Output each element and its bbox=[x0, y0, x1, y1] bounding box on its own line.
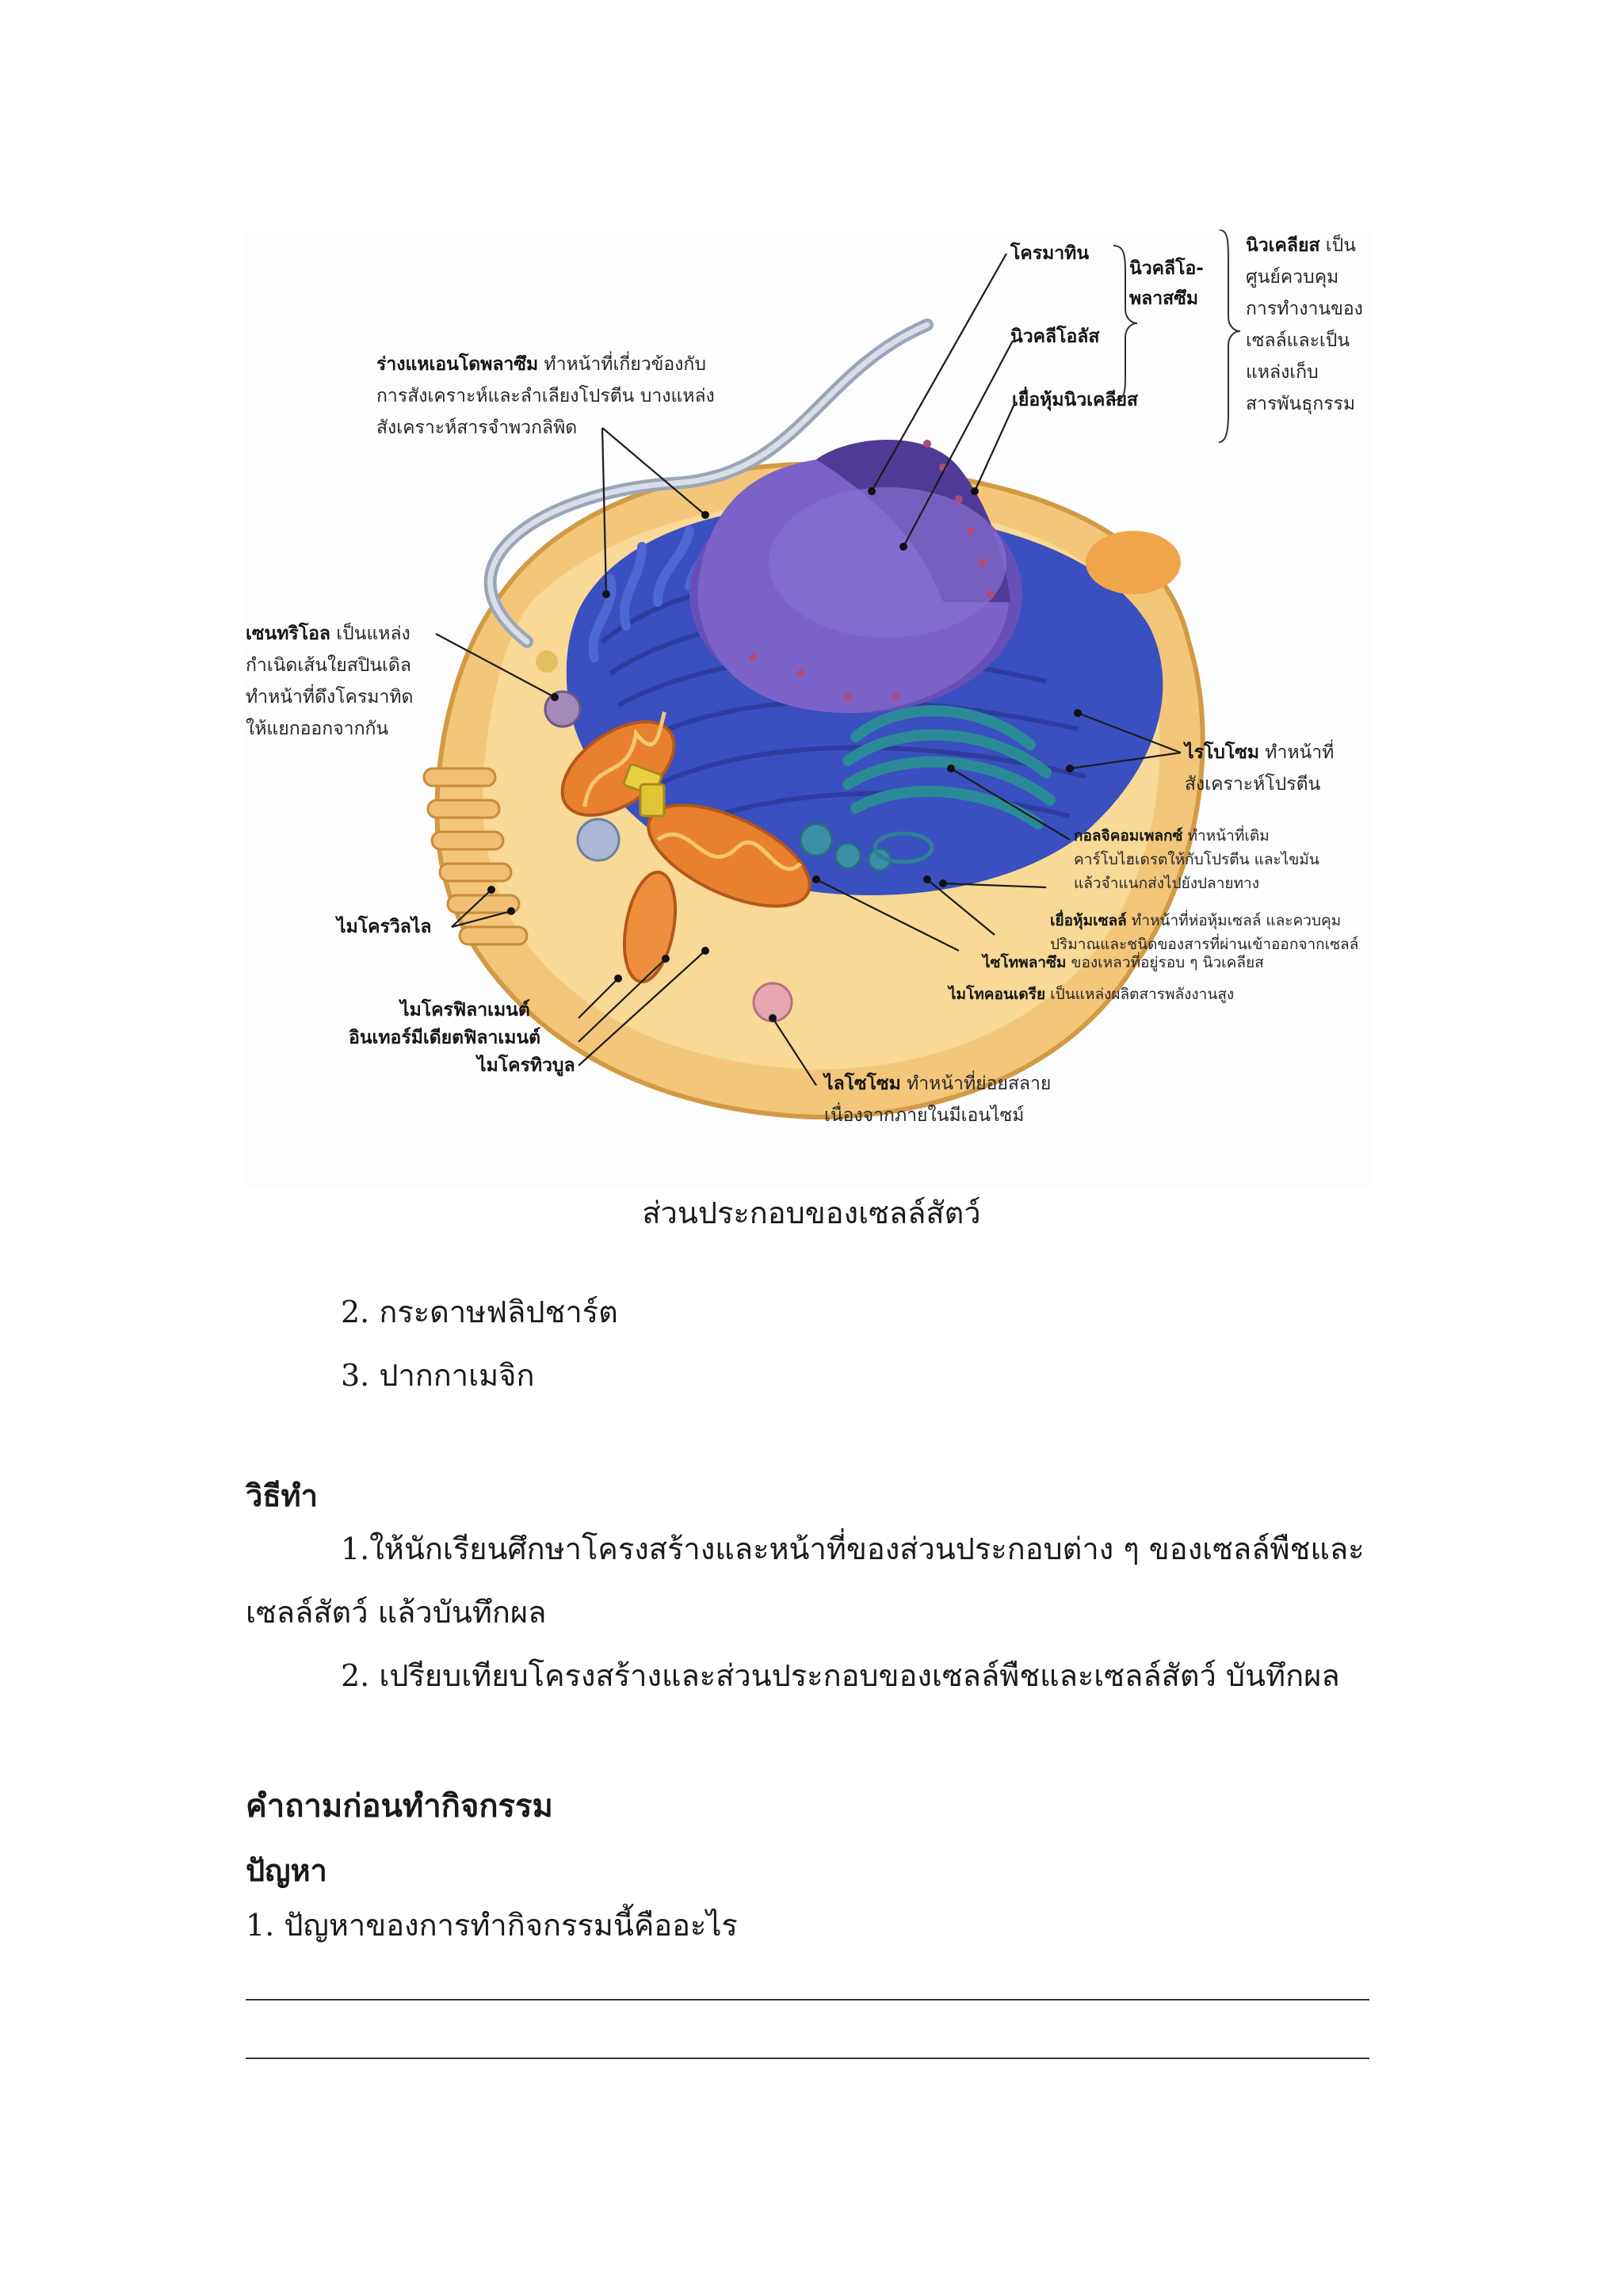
pre-activity-heading: คำถามก่อนทำกิจกรรม bbox=[246, 1780, 553, 1831]
procedure-step-1-line2: เซลล์สัตว์ แล้วบันทึกผล bbox=[246, 1581, 1371, 1644]
label-endoplasmic-reticulum: ร่างแหเอนโดพลาซึม ทำหน้าที่เกี่ยวข้องกับ… bbox=[376, 349, 715, 444]
figure-caption: ส่วนประกอบของเซลล์สัตว์ bbox=[0, 1188, 1623, 1237]
cell-diagram: โครมาทิน นิวคลีโอ- พลาสซึม นิวเคลียส เป็… bbox=[246, 230, 1371, 1188]
label-nucleus: นิวเคลียส เป็น ศูนย์ควบคุม การทำงานของ เ… bbox=[1246, 230, 1363, 420]
question-1: 1. ปัญหาของการทำกิจกรรมนี้คืออะไร bbox=[246, 1905, 1371, 1945]
label-microvilli: ไมโครวิลไล bbox=[337, 911, 432, 943]
label-cell-membrane: เยื่อหุ้มเซลล์ ทำหน้าที่ห่อหุ้มเซลล์ และ… bbox=[1050, 909, 1358, 956]
label-centriole: เซนทริโอล เป็นแหล่ง กำเนิดเส้นใยสปินเดิล… bbox=[246, 618, 413, 745]
label-nuclear-envelope: เยื่อหุ้มนิวเคลียส bbox=[1012, 384, 1138, 416]
label-nucleoplasm: นิวคลีโอ- พลาสซึม bbox=[1129, 254, 1204, 314]
label-microtubule: ไมโครทิวบูล bbox=[477, 1050, 575, 1081]
label-mitochondria: ไมโทคอนเดรีย เป็นแหล่งผลิตสารพลังงานสูง bbox=[949, 982, 1234, 1006]
label-microfilament: ไมโครฟิลาเมนต์ bbox=[400, 994, 530, 1026]
answer-line-2 bbox=[246, 2058, 1369, 2059]
procedure-step-2: 2. เปรียบเทียบโครงสร้างและส่วนประกอบของเ… bbox=[246, 1644, 1371, 1707]
material-item-2: 2. กระดาษฟลิปชาร์ต bbox=[341, 1287, 618, 1336]
label-lysosome: ไลโซโซม ทำหน้าที่ย่อยสลาย เนื่องจากภายใน… bbox=[824, 1068, 1051, 1131]
problem-subheading: ปัญหา bbox=[246, 1846, 327, 1894]
label-nucleolus: นิวคลีโอลัส bbox=[1010, 321, 1099, 353]
procedure-heading: วิธีทำ bbox=[246, 1471, 318, 1520]
procedure-step-1-line1: 1.ให้นักเรียนศึกษาโครงสร้างและหน้าที่ของ… bbox=[246, 1517, 1371, 1581]
material-item-3: 3. ปากกาเมจิก bbox=[341, 1351, 534, 1399]
procedure-steps: 1.ให้นักเรียนศึกษาโครงสร้างและหน้าที่ของ… bbox=[246, 1517, 1371, 1707]
label-intermediate-filament: อินเทอร์มีเดียตฟิลาเมนต์ bbox=[349, 1022, 540, 1054]
label-golgi: กอลจิคอมเพลกซ์ ทำหน้าที่เติม คาร์โบไฮเดร… bbox=[1074, 824, 1319, 895]
label-cytoplasm: ไซโทพลาซึม ของเหลวที่อยู่รอบ ๆ นิวเคลียส bbox=[983, 951, 1264, 974]
label-ribosome: ไรโบโซม ทำหน้าที่ สังเคราะห์โปรตีน bbox=[1185, 737, 1334, 800]
label-chromatin: โครมาทิน bbox=[1010, 238, 1089, 269]
answer-line-1 bbox=[246, 1999, 1369, 2000]
